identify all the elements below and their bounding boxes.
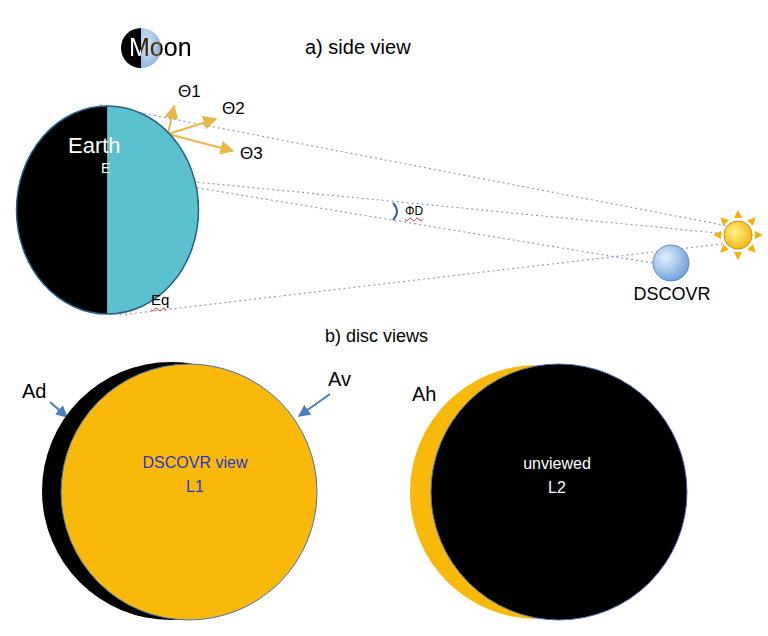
- node-label: L2: [548, 479, 566, 497]
- angle-label: Θ2: [222, 99, 245, 119]
- angle-label: ΦD: [404, 205, 424, 219]
- node-label: E: [101, 160, 110, 176]
- node-label: Moon: [129, 33, 192, 62]
- node-label: L1: [186, 478, 204, 496]
- node-label: DSCOVR: [633, 284, 710, 305]
- node-label: Eq: [151, 291, 169, 308]
- viewed-disc-outline: [40, 362, 320, 624]
- area-label: Ah: [412, 383, 436, 406]
- area-label: Av: [328, 368, 351, 391]
- node-label: DSCOVR view: [143, 454, 248, 472]
- angle-bracket: [393, 203, 397, 220]
- unviewed-disc: unviewedL2: [408, 363, 692, 625]
- node-label: unviewed: [523, 455, 591, 473]
- angle-label: Θ3: [240, 144, 263, 164]
- earth-disc: EarthE Eq: [15, 105, 200, 317]
- node-label: Earth: [68, 133, 121, 158]
- angle-label: Θ1: [178, 82, 201, 102]
- moon-icon: Moon: [121, 28, 221, 70]
- sight-lines: [100, 105, 738, 315]
- area-label: Ad: [22, 380, 46, 403]
- view-title: a) side view: [305, 36, 411, 59]
- viewed-disc: DSCOVR viewL1: [40, 362, 320, 624]
- view-title: b) disc views: [325, 326, 428, 347]
- spacecraft-icon: DSCOVR: [620, 244, 724, 310]
- sun-symbol: [713, 210, 763, 260]
